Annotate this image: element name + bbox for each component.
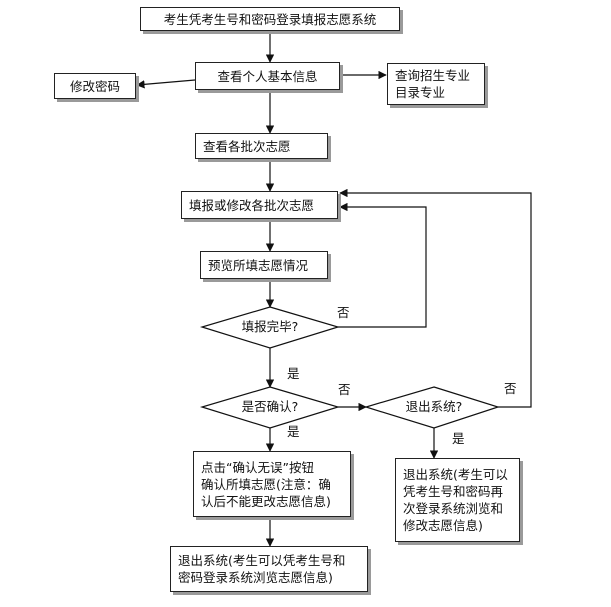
preview-step: 预览所填志愿情况 bbox=[200, 251, 328, 279]
change-password-step: 修改密码 bbox=[54, 73, 136, 99]
arrow-info-to-password bbox=[136, 79, 196, 89]
fill-modify-step: 填报或修改各批次志愿 bbox=[181, 191, 338, 219]
view-batches-step: 查看各批次志愿 bbox=[195, 133, 328, 159]
arrow-exit-no-loop bbox=[339, 188, 532, 408]
label-exit-no: 否 bbox=[504, 381, 517, 396]
label-exit-yes: 是 bbox=[452, 431, 465, 446]
exit-bottom-step: 退出系统(考生可以凭考生号和 密码登录系统浏览志愿信息) bbox=[170, 546, 368, 592]
decision-confirm-shape bbox=[199, 386, 341, 429]
arrow-done-no-loop bbox=[338, 202, 427, 328]
decision-confirm-text: 是否确认? bbox=[241, 399, 299, 414]
label-fill-no: 否 bbox=[337, 305, 350, 320]
label-confirm-no: 否 bbox=[338, 382, 351, 397]
click-confirm-step: 点击“确认无误”按钮 确认所填志愿(注意：确 认后不能更改志愿信息) bbox=[193, 451, 351, 517]
query-majors-step: 查询招生专业 目录专业 bbox=[387, 63, 485, 105]
label-fill-yes: 是 bbox=[287, 366, 300, 381]
login-step: 考生凭考生号和密码登录填报志愿系统 bbox=[140, 7, 400, 31]
decision-fill-done-text: 填报完毕? bbox=[241, 319, 299, 334]
exit-right-step: 退出系统(考生可以 凭考生号和密码再 次登录系统浏览和 修改志愿信息) bbox=[395, 458, 520, 542]
decision-exit-text: 退出系统? bbox=[405, 399, 463, 414]
view-info-step: 查看个人基本信息 bbox=[195, 62, 340, 90]
decision-fill-done-shape bbox=[199, 306, 341, 349]
decision-exit-shape bbox=[363, 386, 500, 429]
label-confirm-yes: 是 bbox=[287, 424, 300, 439]
